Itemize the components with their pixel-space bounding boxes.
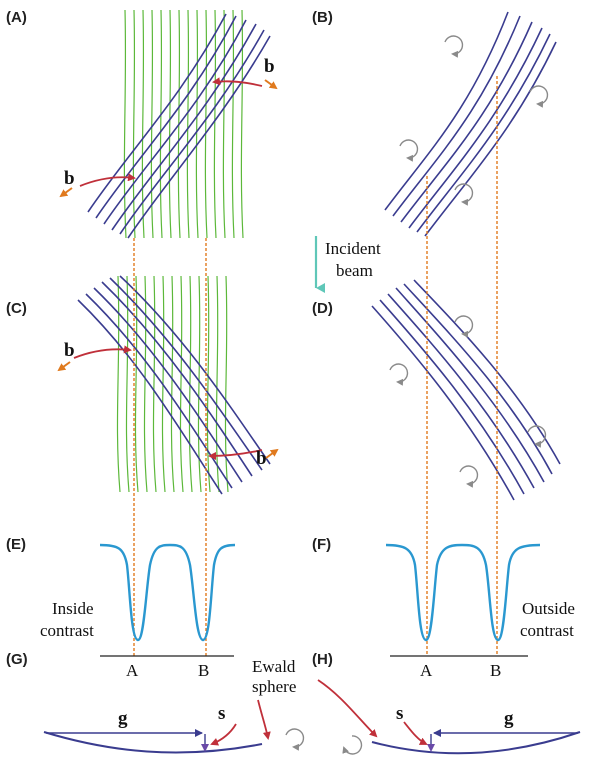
burgers-label-a-lower: b [64, 168, 75, 189]
panel-label-g: (G) [6, 651, 28, 668]
panel-label-c: (C) [6, 300, 27, 317]
pointer-arrow-a-lower [79, 173, 136, 187]
intensity-profile-f [385, 543, 541, 642]
s-vector-label-h: s [396, 703, 403, 724]
ewald-label-1: Ewald [252, 657, 296, 676]
slip-planes-b [384, 11, 557, 237]
burgers-label-c-lower: b [256, 448, 267, 469]
pointer-arrow-c-lower [208, 449, 263, 460]
ewald-sphere-label: Ewald sphere [252, 657, 378, 740]
panel-label-a: (A) [6, 9, 27, 26]
position-label-b-right: B [490, 661, 501, 680]
panel-label-e: (E) [6, 536, 26, 553]
panel-f: A B Outside contrast [385, 543, 575, 680]
panel-label-h: (H) [312, 651, 333, 668]
panel-d [371, 279, 561, 501]
rotation-arrow-icon [454, 315, 474, 338]
inside-contrast-label-1: Inside [52, 599, 94, 618]
panel-label-f: (F) [312, 536, 331, 553]
pointer-arrow-s-g [210, 723, 237, 746]
position-label-a-right: A [420, 661, 433, 680]
burgers-label-c-upper: b [64, 340, 75, 361]
burgers-label-a-upper: b [264, 56, 275, 77]
pointer-arrow-ewald-left [257, 699, 271, 740]
ewald-label-2: sphere [252, 677, 296, 696]
slip-planes-c [77, 275, 271, 495]
panel-e: A B Inside contrast [40, 543, 236, 680]
panel-h: g s [342, 703, 581, 755]
rotation-arrow-icon [285, 728, 305, 751]
inside-contrast-label-2: contrast [40, 621, 94, 640]
slip-planes-d [371, 279, 561, 501]
intensity-profile-e [99, 543, 236, 642]
pointer-arrow-s-h [403, 721, 428, 745]
burgers-vector-arrow-icon [265, 448, 279, 459]
pointer-arrow-ewald-right [317, 679, 378, 738]
g-vector-label-g: g [118, 708, 128, 729]
rotation-arrow-icon [459, 465, 479, 488]
panel-c: b b [57, 275, 279, 495]
position-label-a-left: A [126, 661, 139, 680]
ewald-sphere-arc-h [371, 731, 581, 755]
burgers-vector-arrow-icon [264, 79, 278, 90]
outside-contrast-label-2: contrast [520, 621, 574, 640]
panel-a: b b [59, 9, 278, 239]
incident-beam-label-1: Incident [325, 239, 381, 258]
incident-beam-label-2: beam [336, 261, 373, 280]
panel-g: g s [43, 703, 305, 754]
rotation-arrow-icon [454, 183, 474, 206]
pointer-arrow-c-upper [73, 345, 132, 359]
rotation-arrow-icon [444, 35, 464, 58]
g-vector-label-h: g [504, 708, 514, 729]
slip-planes-a [87, 13, 271, 239]
rotation-arrow-icon [399, 139, 419, 162]
lattice-planes-c [116, 275, 229, 493]
burgers-vector-arrow-icon [59, 187, 73, 198]
pointer-arrow-a-upper [212, 77, 263, 87]
rotation-arrow-icon [529, 85, 549, 108]
position-label-b-left: B [198, 661, 209, 680]
panel-b [384, 11, 557, 237]
lattice-planes-a [123, 9, 244, 239]
s-vector-label-g: s [218, 703, 225, 724]
rotation-arrow-icon [389, 363, 409, 386]
rotation-arrow-icon [527, 425, 547, 448]
ewald-sphere-arc-g [43, 731, 263, 754]
rotation-arrow-icon [342, 735, 363, 755]
incident-beam: Incident beam [314, 236, 381, 293]
panel-label-d: (D) [312, 300, 333, 317]
outside-contrast-label-1: Outside [522, 599, 575, 618]
burgers-vector-arrow-icon [57, 361, 71, 372]
panel-label-b: (B) [312, 9, 333, 26]
position-guides [133, 76, 498, 656]
